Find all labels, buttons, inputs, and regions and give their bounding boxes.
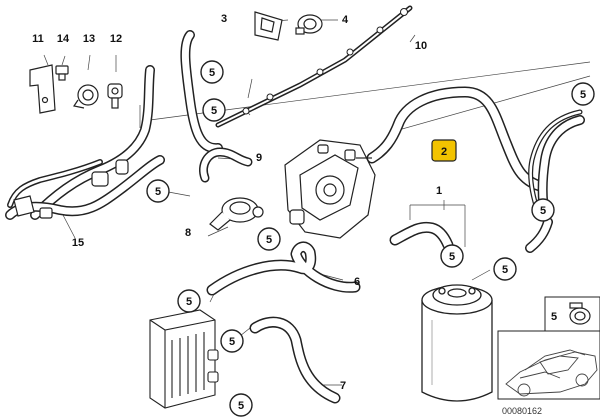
part-labels: 1 3 4 6 7 8 9 10 11 12 13 14 15 5 000801…	[32, 13, 557, 416]
callout-5: 5	[202, 98, 226, 122]
part-label-10: 10	[415, 40, 427, 52]
part-label-11: 11	[32, 33, 44, 45]
fitting-part-12	[107, 83, 123, 109]
clip-part-3	[254, 11, 283, 41]
part-label-9: 9	[256, 152, 262, 164]
callout-5: 5	[146, 179, 170, 203]
svg-text:5: 5	[209, 67, 215, 79]
svg-text:5: 5	[229, 336, 235, 348]
callout-5: 5	[571, 82, 595, 106]
svg-text:5: 5	[238, 400, 244, 412]
part-label-7: 7	[340, 380, 346, 392]
part-label-13: 13	[83, 33, 95, 45]
svg-text:2: 2	[441, 146, 447, 158]
svg-text:5: 5	[540, 205, 546, 217]
part-label-14: 14	[57, 33, 70, 45]
connector-part-13	[73, 84, 99, 109]
highlight-part-2: 2	[431, 139, 457, 162]
hose-group	[5, 30, 585, 404]
part-label-8: 8	[185, 227, 191, 239]
clamp-part-4	[295, 14, 323, 35]
svg-text:5: 5	[186, 296, 192, 308]
fitting-cluster-part-15	[13, 159, 129, 219]
fuel-rail	[215, 5, 413, 128]
callout-group: 5 5 5 5 5 5 5 5	[146, 60, 595, 417]
svg-text:5: 5	[580, 89, 586, 101]
part-label-3: 3	[221, 13, 227, 25]
high-pressure-pump	[284, 139, 376, 239]
inset-clamp-box	[544, 296, 600, 332]
part-label-12: 12	[110, 33, 122, 45]
part-label-15: 15	[72, 237, 84, 249]
callout-5: 5	[229, 393, 253, 417]
car-inset-box	[497, 330, 600, 400]
svg-text:5: 5	[211, 105, 217, 117]
inset-label: 5	[551, 311, 557, 323]
drawing-code: 00080162	[502, 406, 542, 416]
bolt-part-14	[55, 65, 69, 81]
fuel-filter	[421, 284, 493, 402]
svg-text:5: 5	[155, 186, 161, 198]
callout-5: 5	[493, 257, 517, 281]
callout-5: 5	[200, 60, 224, 84]
part-label-1: 1	[436, 185, 442, 197]
callout-5: 5	[531, 198, 555, 222]
callout-5: 5	[220, 329, 244, 353]
svg-text:5: 5	[266, 234, 272, 246]
svg-text:5: 5	[502, 264, 508, 276]
bracket-part-11	[29, 64, 56, 114]
valve-part-8	[209, 197, 264, 231]
part-label-6: 6	[354, 276, 360, 288]
callout-5: 5	[257, 227, 281, 251]
callout-5: 5	[177, 289, 201, 313]
callout-5: 5	[440, 244, 464, 268]
svg-text:5: 5	[449, 251, 455, 263]
electronic-module	[149, 309, 219, 409]
part-label-4: 4	[342, 14, 349, 26]
